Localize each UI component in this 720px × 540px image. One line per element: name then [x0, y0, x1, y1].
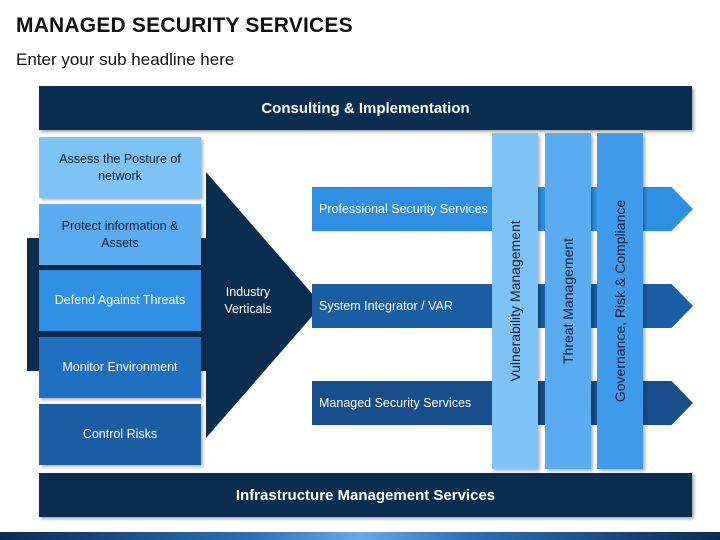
footer-gradient-strip [0, 532, 720, 540]
pillar-label: Vulnerability Management [507, 220, 523, 382]
page-subtitle: Enter your sub headline here [16, 50, 235, 69]
page-title: MANAGED SECURITY SERVICES [16, 14, 353, 37]
arrow-label: Managed Security Services [319, 396, 472, 410]
pillar-label: Threat Management [560, 237, 576, 365]
pillar-label: Governance, Risk & Compliance [612, 199, 628, 403]
left-box-defend: Defend Against Threats [39, 270, 201, 331]
arrow-label: System Integrator / VAR [319, 299, 453, 313]
funnel-label: Industry Verticals [224, 285, 272, 316]
pillar-threat-management: Threat Management [545, 133, 591, 469]
pillar-governance-risk-compliance: Governance, Risk & Compliance [597, 133, 643, 469]
infrastructure-management-bar: Infrastructure Management Services [39, 473, 692, 517]
pillar-vulnerability-management: Vulnerability Management [492, 133, 538, 469]
funnel-shape [206, 172, 322, 438]
arrow-label: Professional Security Services [319, 202, 488, 216]
left-box-monitor: Monitor Environment [39, 337, 201, 398]
consulting-implementation-bar: Consulting & Implementation [39, 86, 692, 130]
left-box-control: Control Risks [39, 404, 201, 465]
left-box-protect: Protect information & Assets [39, 204, 201, 265]
left-box-assess: Assess the Posture of network [39, 137, 201, 198]
